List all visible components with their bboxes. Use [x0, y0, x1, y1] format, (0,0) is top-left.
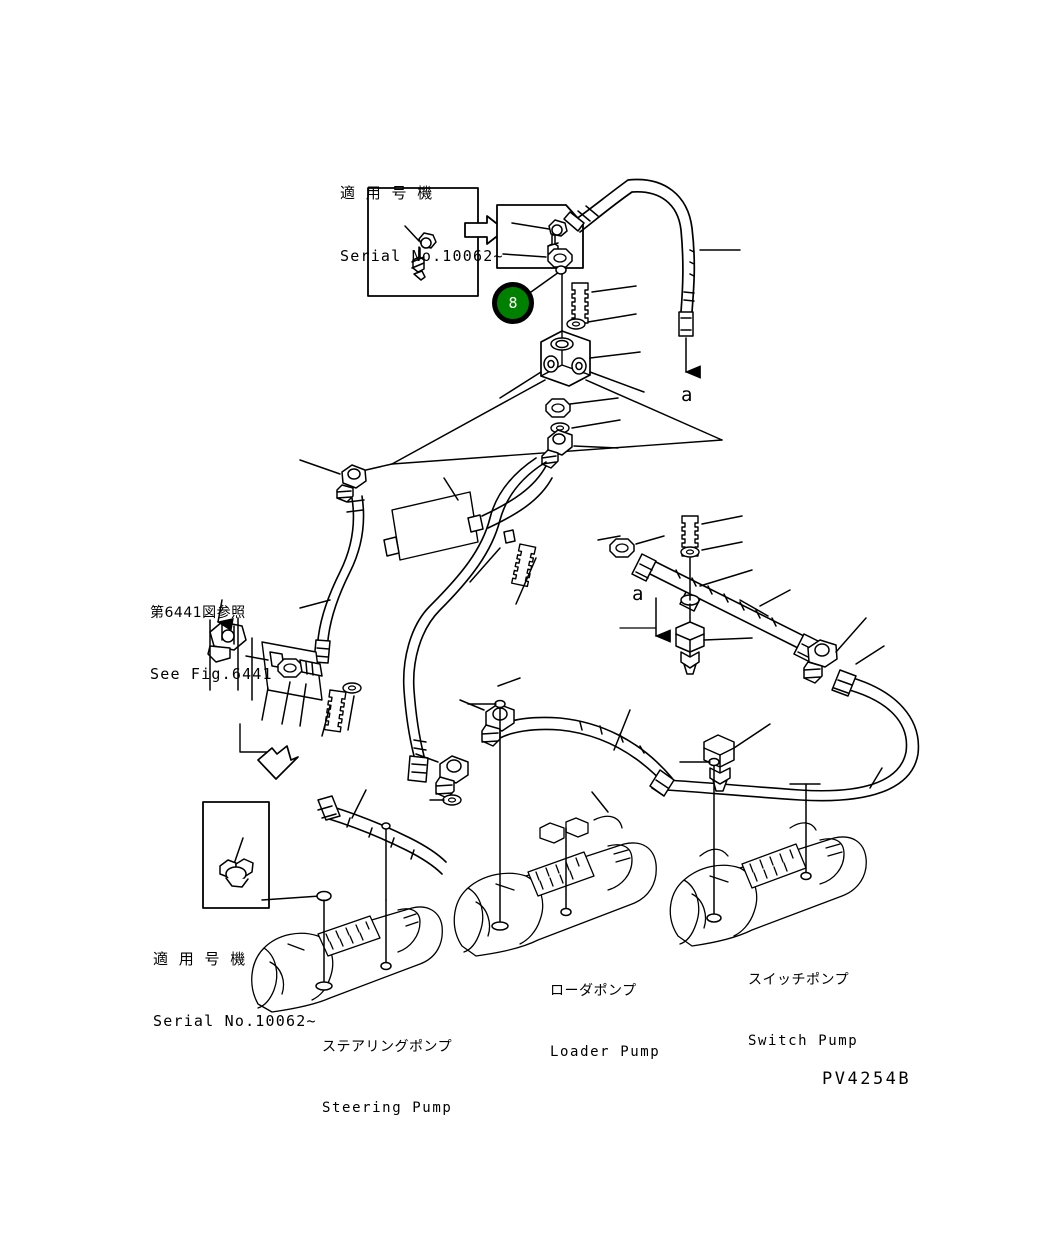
section-marker-a-middle: a	[632, 583, 644, 605]
note-serial-top-english: Serial No.10062~	[340, 247, 504, 266]
pump-label-loader-japanese: ローダポンプ	[550, 983, 637, 1000]
note-see-figure: 第6441図参照 See Fig.6441	[150, 562, 273, 727]
callout-badge-8-number: 8	[508, 293, 518, 312]
pump-label-loader: ローダポンプ Loader Pump	[550, 940, 660, 1104]
pump-label-switch-english: Switch Pump	[748, 1032, 859, 1049]
note-serial-bottom-japanese: 適 用 号 機	[153, 950, 249, 969]
note-serial-top-japanese: 適 用 号 機	[340, 184, 436, 203]
pump-label-steering-english: Steering Pump	[322, 1099, 453, 1116]
pump-label-loader-english: Loader Pump	[550, 1043, 661, 1060]
pump-label-steering-japanese: ステアリングポンプ	[322, 1039, 453, 1056]
note-serial-bottom: 適 用 号 機 Serial No.10062~	[153, 908, 317, 1074]
note-see-figure-english: See Fig.6441	[150, 664, 273, 683]
note-serial-top: 適 用 号 機 Serial No.10062~	[340, 142, 504, 309]
figure-code: PV4254B	[822, 1069, 912, 1089]
note-serial-bottom-english: Serial No.10062~	[153, 1012, 317, 1031]
pump-label-switch-japanese: スイッチポンプ	[748, 972, 850, 989]
note-see-figure-japanese: 第6441図参照	[150, 605, 246, 622]
pump-label-steering: ステアリングポンプ Steering Pump	[322, 996, 452, 1160]
callout-badge-8[interactable]: 8	[492, 282, 534, 324]
section-marker-a-top: a	[681, 384, 693, 406]
pump-label-switch: スイッチポンプ Switch Pump	[748, 929, 858, 1093]
